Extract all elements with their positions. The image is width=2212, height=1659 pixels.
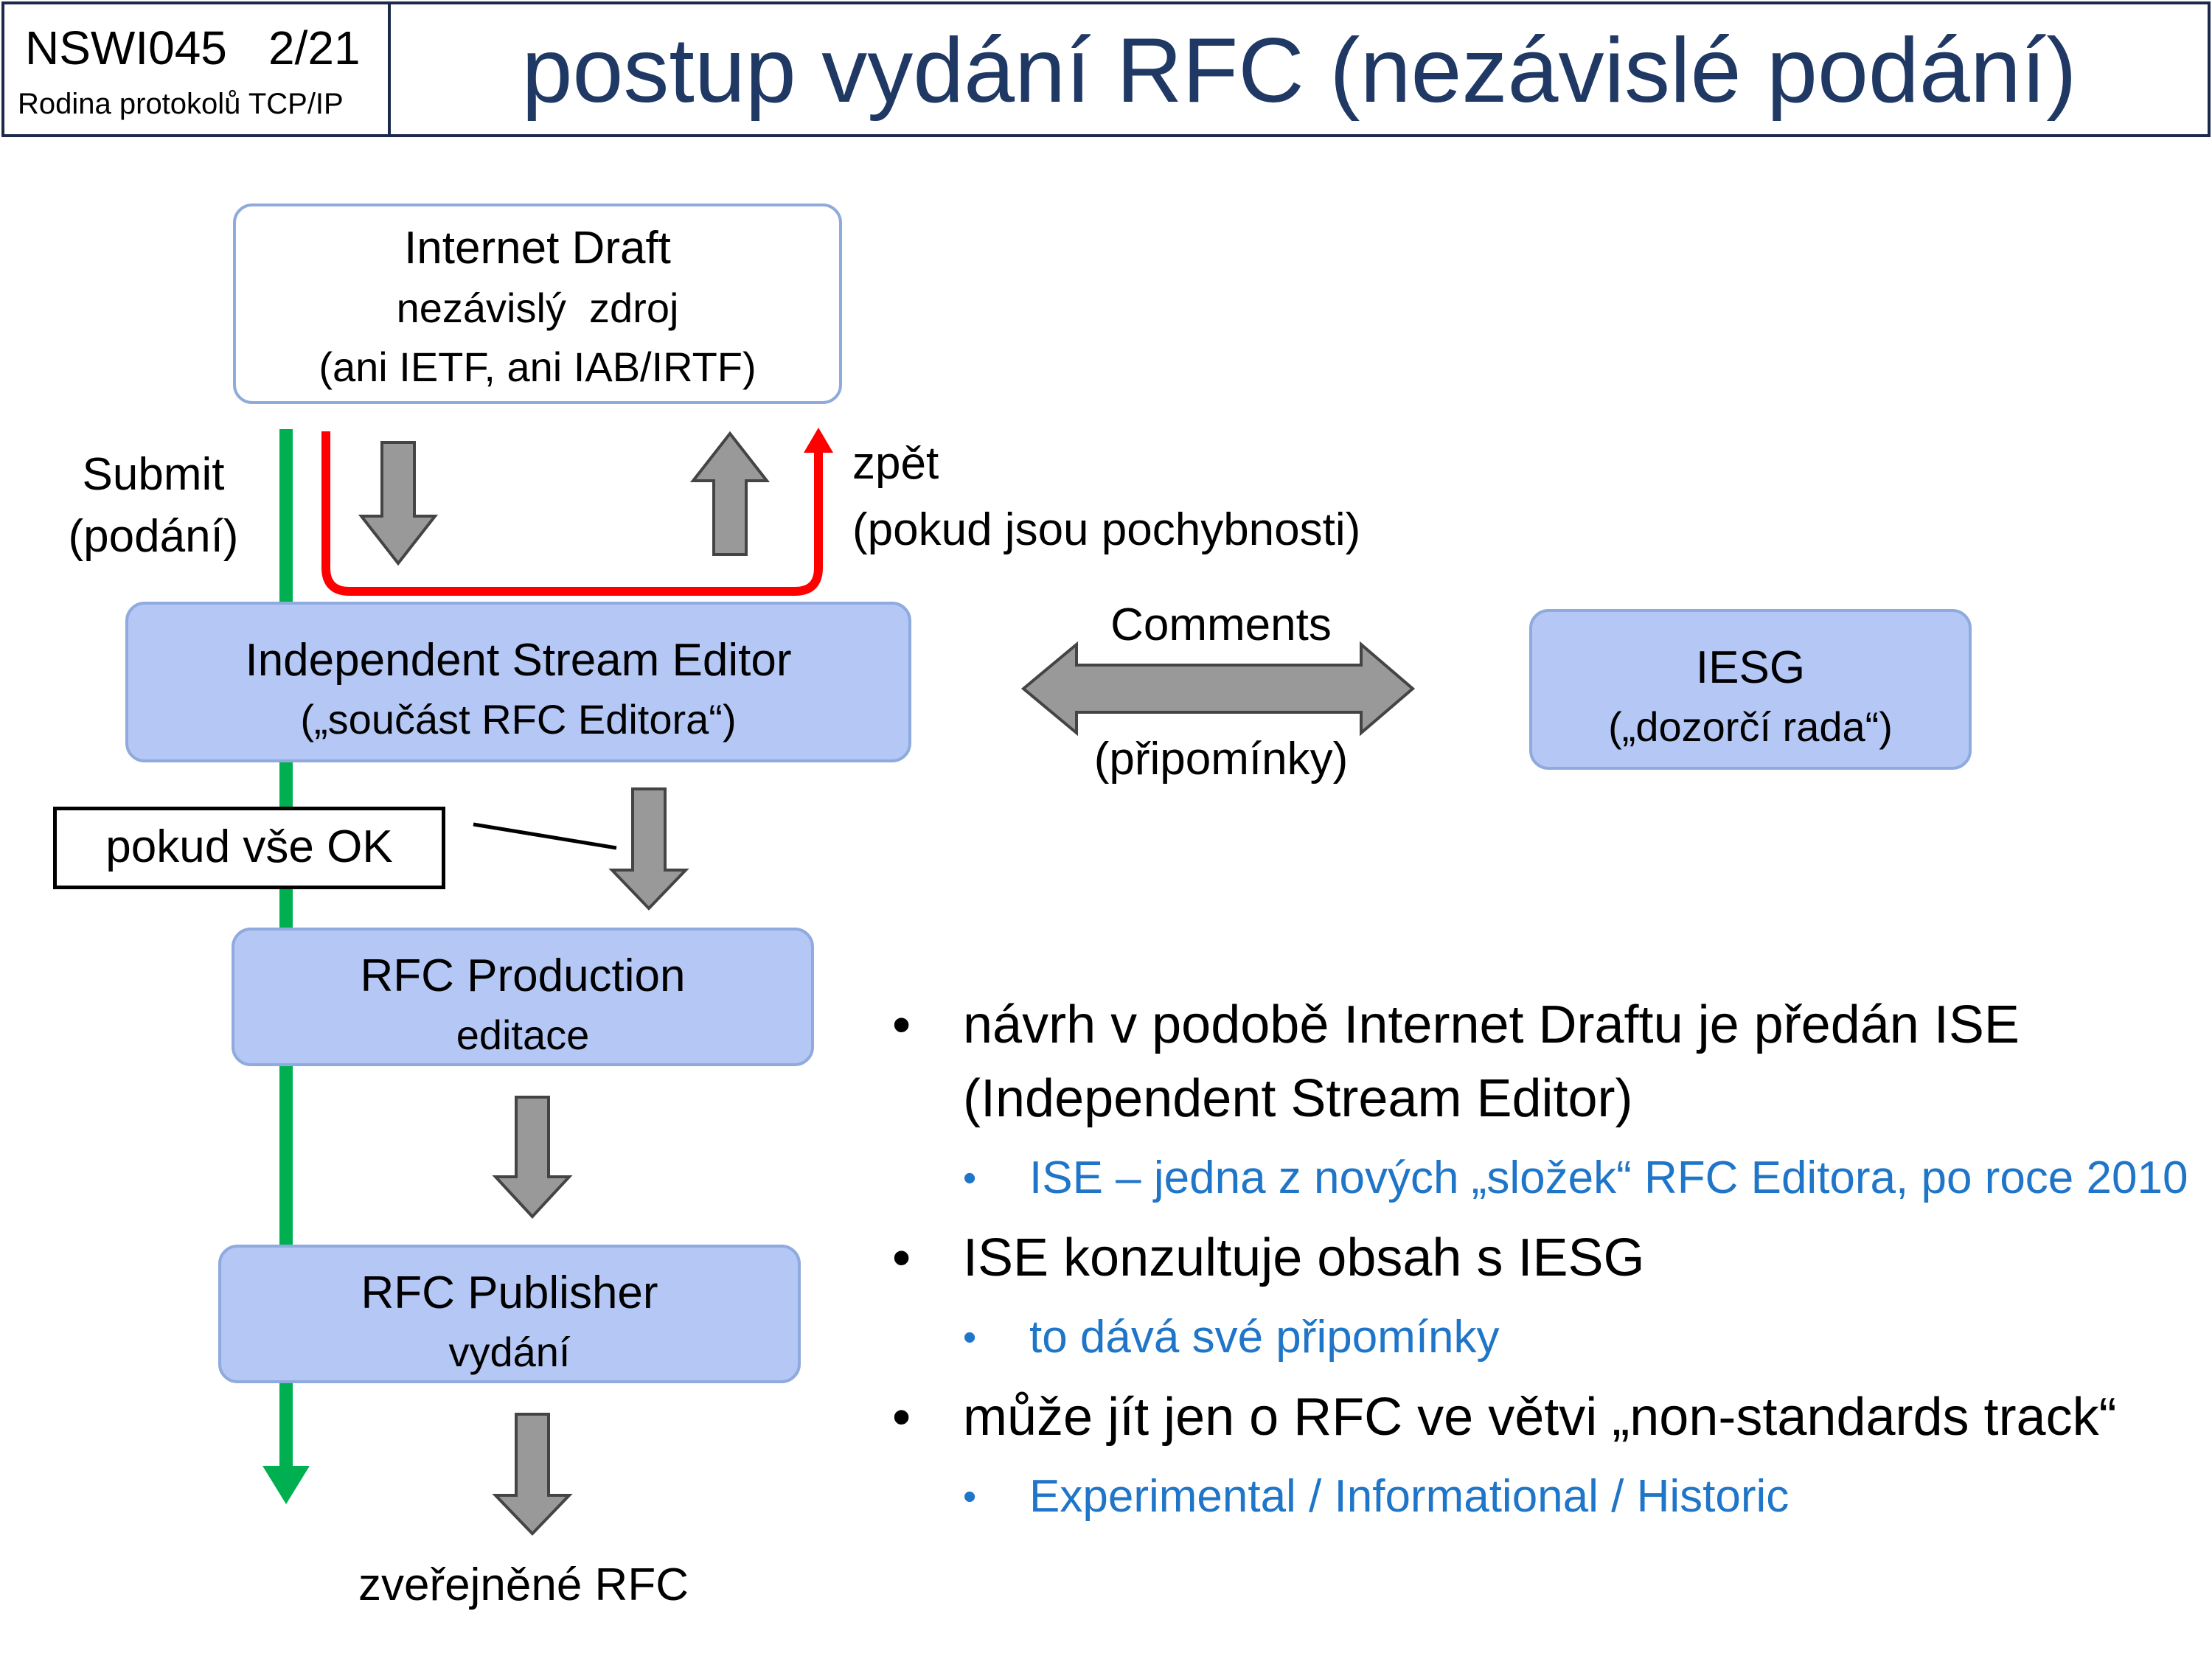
internet-draft-note: (ani IETF, ani IAB/IRTF)	[319, 344, 757, 390]
submit-flow-arrowhead	[262, 1466, 310, 1504]
title-box: postup vydání RFC (nezávislé podání)	[391, 1, 2211, 137]
submit-label-line2: (podání)	[68, 511, 239, 562]
page-title: postup vydání RFC (nezávislé podání)	[521, 20, 2077, 122]
submit-label: Submit (podání)	[58, 444, 249, 568]
ok-pointer-line	[473, 822, 617, 850]
arrow-down-published	[492, 1413, 573, 1536]
bullet-list: návrh v podobě Internet Draftu je předán…	[892, 988, 2190, 1540]
internet-draft-title: Internet Draft	[404, 223, 671, 274]
back-label-line1: zpět	[852, 438, 939, 489]
rfc-publisher-box: RFC Publisher vydání	[218, 1245, 801, 1383]
comments-double-arrow	[1020, 641, 1416, 737]
comments-label: Comments	[1110, 599, 1332, 650]
internet-draft-box: Internet Draft nezávislý zdroj (ani IETF…	[233, 204, 842, 404]
back-label: zpět (pokud jsou pochybnosti)	[852, 431, 1360, 563]
return-path-arrowhead	[804, 428, 833, 453]
rfc-production-box: RFC Production editace	[232, 928, 814, 1066]
bullet-item: může jít jen o RFC ve větvi „non-standar…	[892, 1380, 2190, 1454]
rfc-production-title: RFC Production	[360, 950, 686, 1001]
submit-label-line1: Submit	[82, 449, 225, 500]
page-number: 2/21	[268, 21, 361, 74]
sub-bullet-item: Experimental / Informational / Historic	[892, 1464, 2190, 1529]
iesg-subtitle: („dozorčí rada“)	[1608, 703, 1893, 750]
ise-subtitle: („součást RFC Editora“)	[300, 696, 737, 742]
bullet-item: návrh v podobě Internet Draftu je předán…	[892, 988, 2190, 1135]
sub-bullet-item: to dává své připomínky	[892, 1305, 2190, 1370]
arrow-up-back	[689, 431, 771, 556]
course-code: NSWI045	[25, 21, 227, 74]
published-rfc-label: zveřejněné RFC	[358, 1559, 689, 1610]
internet-draft-source: nezávislý zdroj	[396, 285, 679, 331]
bullet-item: ISE konzultuje obsah s IESG	[892, 1221, 2190, 1295]
ise-title: Independent Stream Editor	[245, 635, 792, 686]
comments-label-translation: (připomínky)	[1093, 734, 1349, 785]
rfc-publisher-title: RFC Publisher	[361, 1267, 658, 1318]
rfc-publisher-subtitle: vydání	[448, 1329, 571, 1375]
ise-box: Independent Stream Editor („součást RFC …	[125, 602, 911, 762]
arrow-down-production	[608, 787, 689, 911]
rfc-production-subtitle: editace	[456, 1012, 590, 1058]
iesg-title: IESG	[1695, 642, 1806, 693]
slide-info-box: NSWI045 2/21 Rodina protokolů TCP/IP	[1, 1, 391, 137]
return-path-line	[321, 431, 823, 596]
arrow-down-submit	[358, 441, 439, 566]
course-subject: Rodina protokolů TCP/IP	[18, 88, 344, 120]
arrow-down-publisher	[492, 1096, 573, 1219]
sub-bullet-item: ISE – jedna z nových „složek“ RFC Editor…	[892, 1146, 2190, 1211]
ok-label-box: pokud vše OK	[53, 807, 445, 889]
back-label-line2: (pokud jsou pochybnosti)	[852, 504, 1361, 555]
iesg-box: IESG („dozorčí rada“)	[1529, 609, 1972, 770]
